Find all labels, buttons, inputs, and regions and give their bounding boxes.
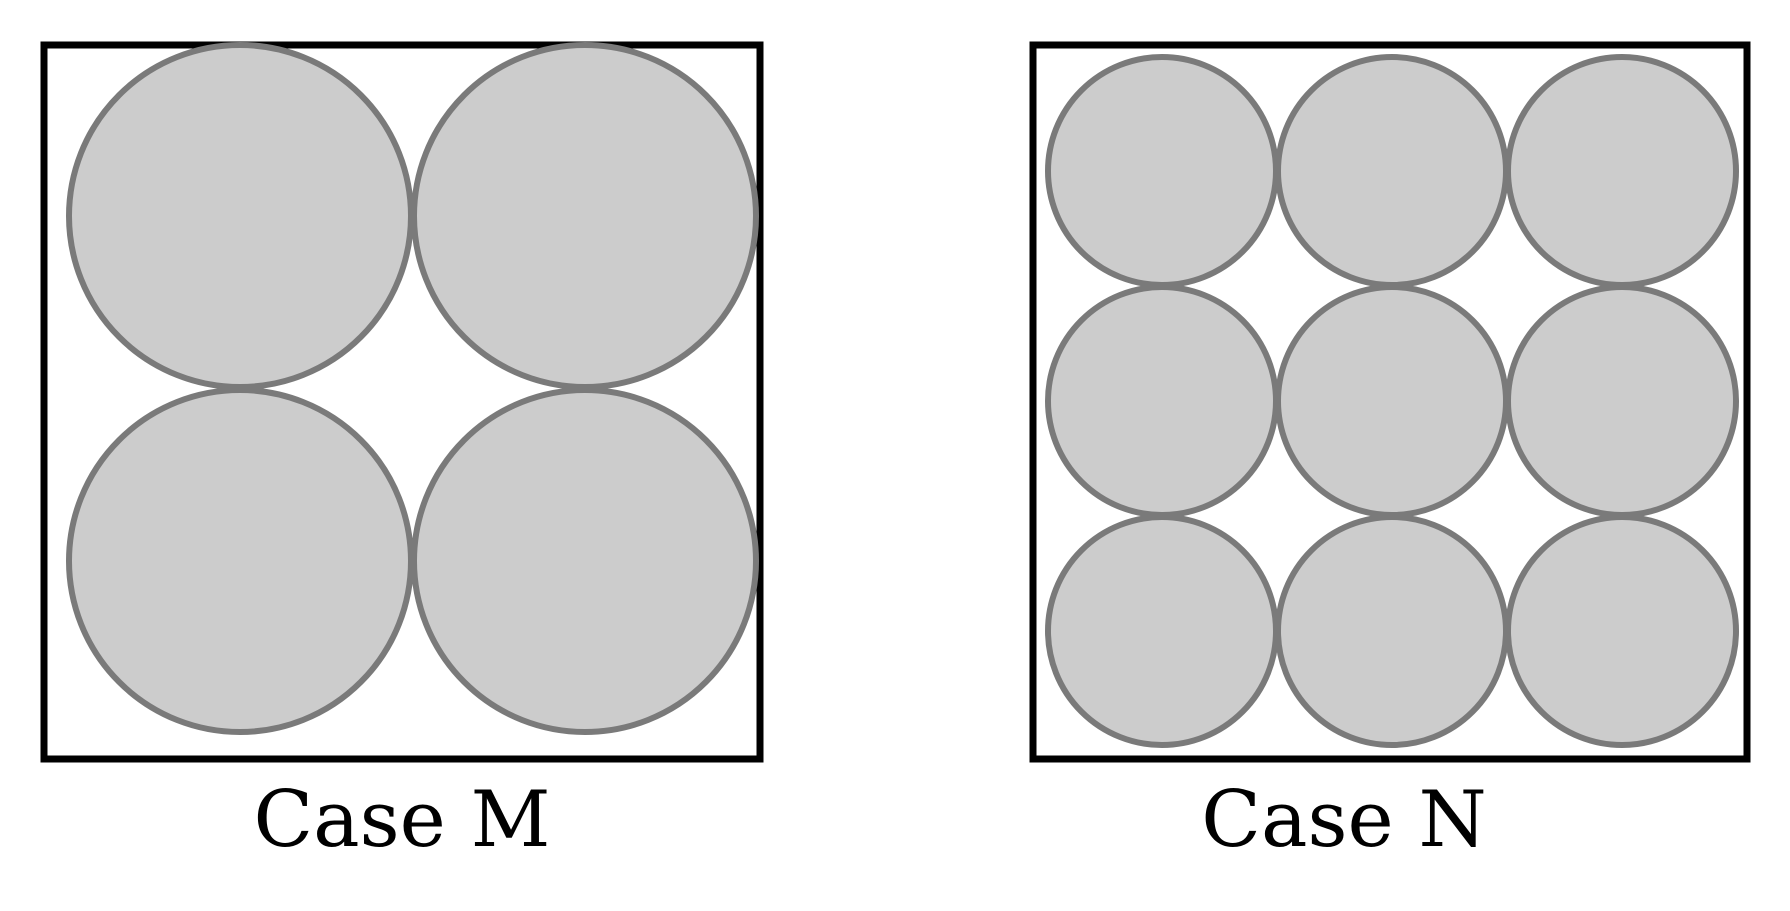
case-m-circle (66, 42, 414, 390)
case-m-frame (40, 41, 764, 763)
case-n-circles (1045, 54, 1739, 748)
case-n-circle (1505, 284, 1739, 518)
case-m-circle (411, 387, 759, 735)
case-n-circle (1045, 514, 1279, 748)
case-m-circles (66, 42, 759, 735)
case-n-frame (1029, 41, 1751, 763)
case-n-circle (1275, 514, 1509, 748)
case-m-circle (66, 387, 414, 735)
case-n-panel: Case N (1029, 41, 1751, 865)
case-m-label: Case M (253, 775, 550, 865)
case-n-circle (1505, 54, 1739, 288)
case-n-circle (1505, 514, 1739, 748)
case-n-circle (1045, 284, 1279, 518)
case-n-circle (1275, 54, 1509, 288)
case-n-circle (1275, 284, 1509, 518)
case-m-circle (411, 42, 759, 390)
case-m-panel: Case M (40, 41, 764, 865)
case-n-label: Case N (1201, 775, 1486, 865)
case-n-circle (1045, 54, 1279, 288)
